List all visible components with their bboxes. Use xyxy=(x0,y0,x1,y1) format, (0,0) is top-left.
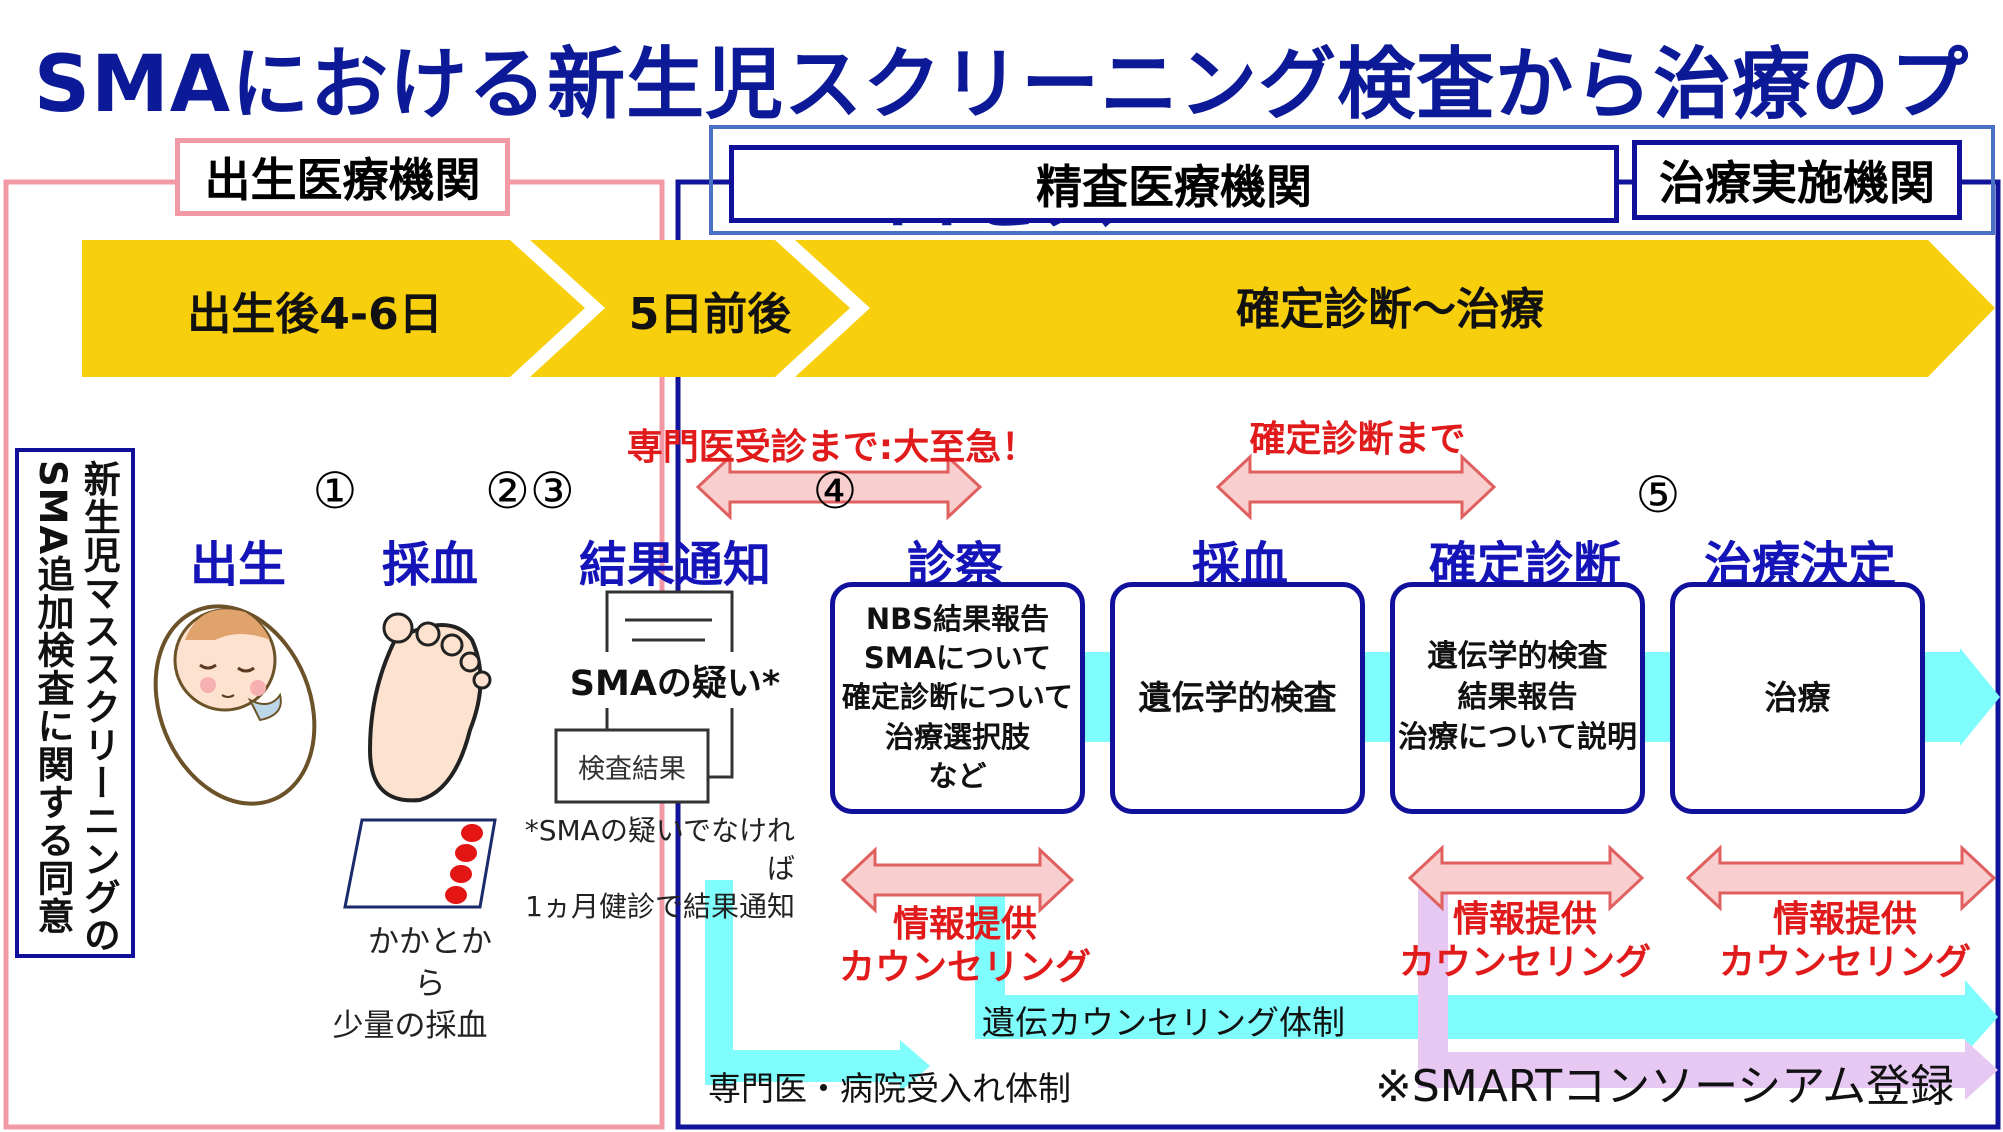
info-counseling-2-line-2: カウンセリング xyxy=(1398,942,1651,984)
box-report-line-3: 治療について説明 xyxy=(1397,720,1638,756)
box-exam-line-1: NBS結果報告 xyxy=(865,602,1050,637)
blood-card-icon xyxy=(343,818,497,909)
double-arrow-urgent xyxy=(695,453,983,521)
step-number-5: ⑤ xyxy=(1635,466,1681,524)
step-number-4: ④ xyxy=(812,462,858,520)
specialist-system-label: 専門医・病院受入れ体制 xyxy=(708,1069,1071,1108)
genetic-counseling-system-label: 遺伝カウンセリング体制 xyxy=(982,1003,1345,1042)
result-card-label: 検査結果 xyxy=(578,753,686,785)
cyan-flow-genetic xyxy=(975,980,1998,1054)
box-treatment-text: 治療 xyxy=(1764,677,1831,717)
double-arrow-info-3 xyxy=(1685,844,1997,912)
box-exam-line-5: など xyxy=(928,758,987,793)
phase-1-label: 出生後4-6日 xyxy=(187,289,443,340)
smart-consortium-label: ※SMARTコンソーシアム登録 xyxy=(1375,1061,1955,1112)
footnote: *SMAの疑いでなければ 1ヵ月健診で結果通知 xyxy=(505,812,795,925)
info-counseling-3: 情報提供 カウンセリング xyxy=(1710,898,1980,984)
step-number-1: ① xyxy=(312,462,358,520)
phase-2-label: 5日前後 xyxy=(628,289,792,340)
box-report-line-2: 結果報告 xyxy=(1457,679,1578,715)
footnote-line-2: 1ヵ月健診で結果通知 xyxy=(525,889,795,923)
box-exam-line-4: 治療選択肢 xyxy=(884,719,1030,754)
step-number-23: ②③ xyxy=(485,462,575,520)
phase-chevron-1 xyxy=(82,240,585,377)
box-genetic-test-text: 遺伝学的検査 xyxy=(1138,677,1337,717)
double-arrow-diagnosis xyxy=(1215,453,1497,521)
header-outer-frame xyxy=(709,125,1995,235)
step-birth: 出生 xyxy=(189,537,286,593)
double-arrow-info-1 xyxy=(840,846,1075,914)
info-counseling-1: 情報提供 カウンセリング xyxy=(830,903,1100,989)
until-diagnosis-label: 確定診断まで xyxy=(1249,419,1466,460)
info-counseling-2-line-1: 情報提供 xyxy=(1452,899,1597,940)
info-counseling-3-line-2: カウンセリング xyxy=(1718,942,1971,984)
phase-chevron-2 xyxy=(530,240,850,377)
box-exam-content: NBS結果報告 SMAについて 確定診断について 治療選択肢 など xyxy=(830,582,1085,814)
baby-icon xyxy=(153,604,317,806)
box-exam-line-3: 確定診断について xyxy=(841,680,1074,715)
info-counseling-1-line-2: カウンセリング xyxy=(838,947,1091,989)
org-label-detail: 精査医療機関 xyxy=(729,145,1619,223)
urgent-label: 専門医受診まで:大至急！ xyxy=(626,427,1038,468)
heel-note: かかとから 少量の採血 xyxy=(320,922,500,1048)
box-result-report: 遺伝学的検査 結果報告 治療について説明 xyxy=(1390,582,1645,814)
heel-note-line-2: 少量の採血 xyxy=(332,1007,488,1044)
foot-icon xyxy=(367,612,492,803)
box-treatment: 治療 xyxy=(1670,582,1925,814)
consent-line-2: SMA追加検査に関する同意 xyxy=(31,460,74,936)
info-counseling-2: 情報提供 カウンセリング xyxy=(1390,898,1660,984)
box-report-line-1: 遺伝学的検査 xyxy=(1427,639,1608,675)
sma-suspect-label: SMAの疑い* xyxy=(555,652,795,708)
double-arrow-info-2 xyxy=(1407,844,1645,912)
org-label-birth: 出生医療機関 xyxy=(175,138,510,216)
lavender-flow-up xyxy=(1418,880,1448,1085)
step-result-notification: 結果通知 xyxy=(578,537,771,593)
phase-chevron-3 xyxy=(795,240,1995,377)
heel-note-line-1: かかとから xyxy=(368,924,492,1002)
consent-line-1: 新生児マススクリーニングの xyxy=(77,460,121,954)
info-counseling-1-line-1: 情報提供 xyxy=(892,904,1037,945)
org-label-treatment: 治療実施機関 xyxy=(1632,140,1962,220)
lavender-flow-smart xyxy=(1418,1040,1998,1100)
consent-text: 新生児マススクリーニングの SMA追加検査に関する同意 xyxy=(29,460,122,954)
box-genetic-test: 遺伝学的検査 xyxy=(1110,582,1365,814)
consent-box: 新生児マススクリーニングの SMA追加検査に関する同意 xyxy=(15,448,135,958)
footnote-line-1: *SMAの疑いでなければ xyxy=(524,814,795,885)
box-exam-line-2: SMAについて xyxy=(863,641,1052,676)
step-blood-draw-1: 採血 xyxy=(381,537,478,593)
info-counseling-3-line-1: 情報提供 xyxy=(1772,899,1917,940)
phase-3-label: 確定診断～治療 xyxy=(1236,284,1544,335)
cyan-flow-specialist xyxy=(705,1040,930,1092)
